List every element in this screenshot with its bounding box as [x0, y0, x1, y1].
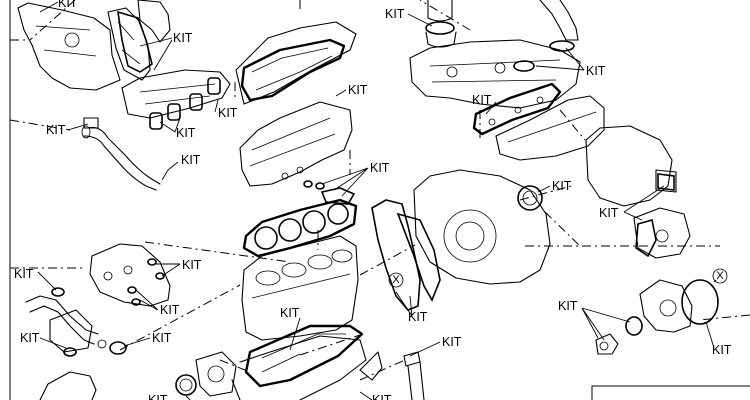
intake-manifold-gasket [472, 82, 562, 136]
valve-cover-gasket [240, 38, 346, 102]
kit-label-valve-cover-gasket: KIT [348, 83, 368, 97]
kit-label-cam-seals: KIT [370, 161, 390, 175]
kit-label-port-gasket-a: KIT [218, 106, 238, 120]
reference-marker-right-group: X [712, 268, 728, 284]
kit-label-timing-cover: KIT [58, 0, 78, 10]
kit-label-strainer-o-ring: KIT [14, 267, 34, 281]
intake-manifold [409, 39, 581, 109]
kit-label-oil-pan-gasket: KIT [280, 306, 300, 320]
oil-pan-gasket [244, 324, 364, 388]
manifold-gaskets-upper-left [117, 10, 221, 130]
kit-label-rear-main-seal: KIT [148, 393, 168, 400]
exhaust-manifold-upper-left [107, 0, 231, 119]
reference-marker-right: X [716, 270, 724, 282]
rear-main-seal-lower [175, 351, 237, 397]
oil-pump-o-rings [127, 258, 165, 306]
kit-label-pump-o-ring: KIT [712, 343, 732, 357]
kit-label-water-pipe-o-ring: KIT [46, 123, 66, 137]
kit-label-throttle-gasket: KIT [385, 7, 405, 21]
front-crank-seal [517, 185, 543, 211]
water-pump-right [633, 207, 691, 259]
cam-seal-gaskets [303, 180, 356, 205]
kit-label-oil-pump-seals: KIT [558, 299, 578, 313]
rear-cover-right [585, 125, 677, 207]
kit-label-timing-cover-gasket: KIT [408, 310, 428, 324]
engine-block [241, 235, 359, 341]
kit-label-oil-pump-o-rings-a: KIT [182, 258, 202, 272]
kit-label-oil-pump-o-rings-b: KIT [160, 303, 180, 317]
oil-pan [231, 335, 367, 400]
kit-label-oil-pan-bolt-seal: KIT [372, 393, 392, 400]
kit-label-filter-o-ring: KIT [152, 331, 172, 345]
water-pipe-left [81, 117, 161, 191]
kit-label-water-pipe-seal: KIT [181, 153, 201, 167]
kit-label-front-crank-seal: KIT [552, 179, 572, 193]
oil-pan-lower-left [39, 371, 97, 400]
cylinder-head-gasket [242, 198, 358, 258]
kit-label-intake-manifold-gasket: KIT [472, 93, 492, 107]
kit-labels: KIT KIT KIT KIT KIT KIT KIT KIT KIT KIT … [14, 0, 732, 400]
kit-label-port-gasket-b: KIT [176, 126, 196, 140]
kit-label-water-pump-gasket: KIT [599, 206, 619, 220]
timing-cover-gasket [371, 199, 441, 311]
oil-strainer-tube [25, 287, 99, 353]
lower-o-rings-left [63, 339, 127, 357]
throttle-body-spacer [425, 0, 457, 48]
valve-cover [235, 21, 357, 105]
reference-marker-left-group: X [388, 272, 404, 288]
lower-intake-plenum [495, 95, 605, 161]
kit-label-manifold-gasket: KIT [173, 31, 193, 45]
timing-cover-upper-left [17, 2, 121, 91]
oil-pump-housing-left [89, 243, 171, 307]
timing-chain-cover [413, 169, 551, 285]
kit-label-intake-elbow-gasket: KIT [586, 64, 606, 78]
reference-marker-left: X [392, 274, 400, 286]
kit-label-lower-o-ring: KIT [20, 331, 40, 345]
drawing-frame [9, 0, 750, 400]
lower-oil-filter-stud [359, 351, 425, 400]
oil-pump-lower-right [595, 279, 719, 355]
cylinder-head [239, 101, 353, 187]
kit-leader-lines [37, 1, 717, 400]
kit-label-filter-stud-seal: KIT [442, 335, 462, 349]
assembly-dashed-lines [9, 0, 750, 381]
